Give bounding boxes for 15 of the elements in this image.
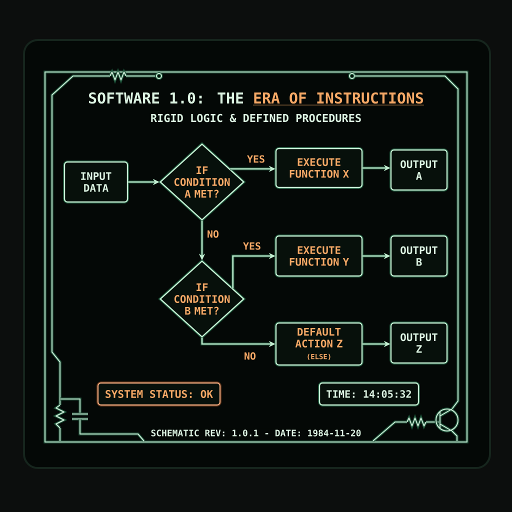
- output-box: OUTPUT A: [390, 148, 448, 192]
- edge-label: YES: [242, 241, 262, 251]
- edge-label: YES: [246, 154, 266, 164]
- output-box: OUTPUT Z: [390, 322, 448, 364]
- edge-label: NO: [206, 229, 220, 239]
- footer-text: SCHEMATIC REV: 1.0.1 - DATE: 1984-11-20: [150, 428, 362, 438]
- edge-label: NO: [243, 351, 257, 361]
- process-box: EXECUTE FUNCTION X: [274, 147, 364, 189]
- subtitle: RIGID LOGIC & DEFINED PROCEDURES: [149, 112, 363, 124]
- clock-box: TIME: 14:05:32: [318, 382, 420, 406]
- process-box: INPUT DATA: [63, 160, 129, 204]
- title: SOFTWARE 1.0: THE ERA OF INSTRUCTIONS: [89, 92, 424, 106]
- status-box: SYSTEM STATUS: OK: [96, 382, 222, 406]
- output-box: OUTPUT B: [390, 234, 448, 278]
- process-box: EXECUTE FUNCTION Y: [274, 234, 364, 278]
